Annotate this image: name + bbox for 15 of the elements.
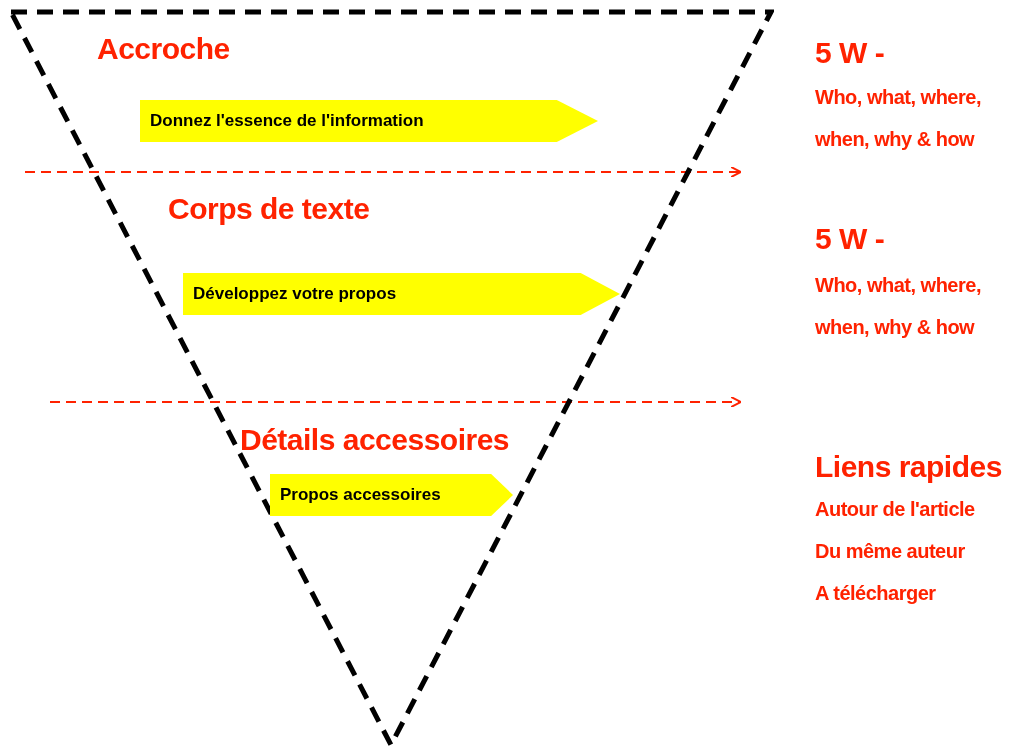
link-item: Autour de l'article [815, 498, 975, 521]
section-heading: Corps de texte [168, 192, 370, 226]
description: Who, what, where, when, why & how [815, 85, 982, 152]
heading: 5 W - [815, 222, 885, 256]
link-item: Du même auteur [815, 540, 965, 563]
description: Who, what, where, when, why & how [815, 273, 982, 340]
inverted-triangle [8, 9, 774, 748]
heading: 5 W - [815, 36, 885, 70]
arrow-banner: Développez votre propos [183, 273, 620, 315]
link-item: A télécharger [815, 582, 936, 605]
arrow-banner: Donnez l'essence de l'information [140, 100, 598, 142]
heading: Liens rapides [815, 450, 1002, 484]
arrow-banner: Propos accessoires [270, 474, 513, 516]
section-heading: Accroche [97, 32, 230, 66]
section-heading: Détails accessoires [240, 423, 510, 457]
